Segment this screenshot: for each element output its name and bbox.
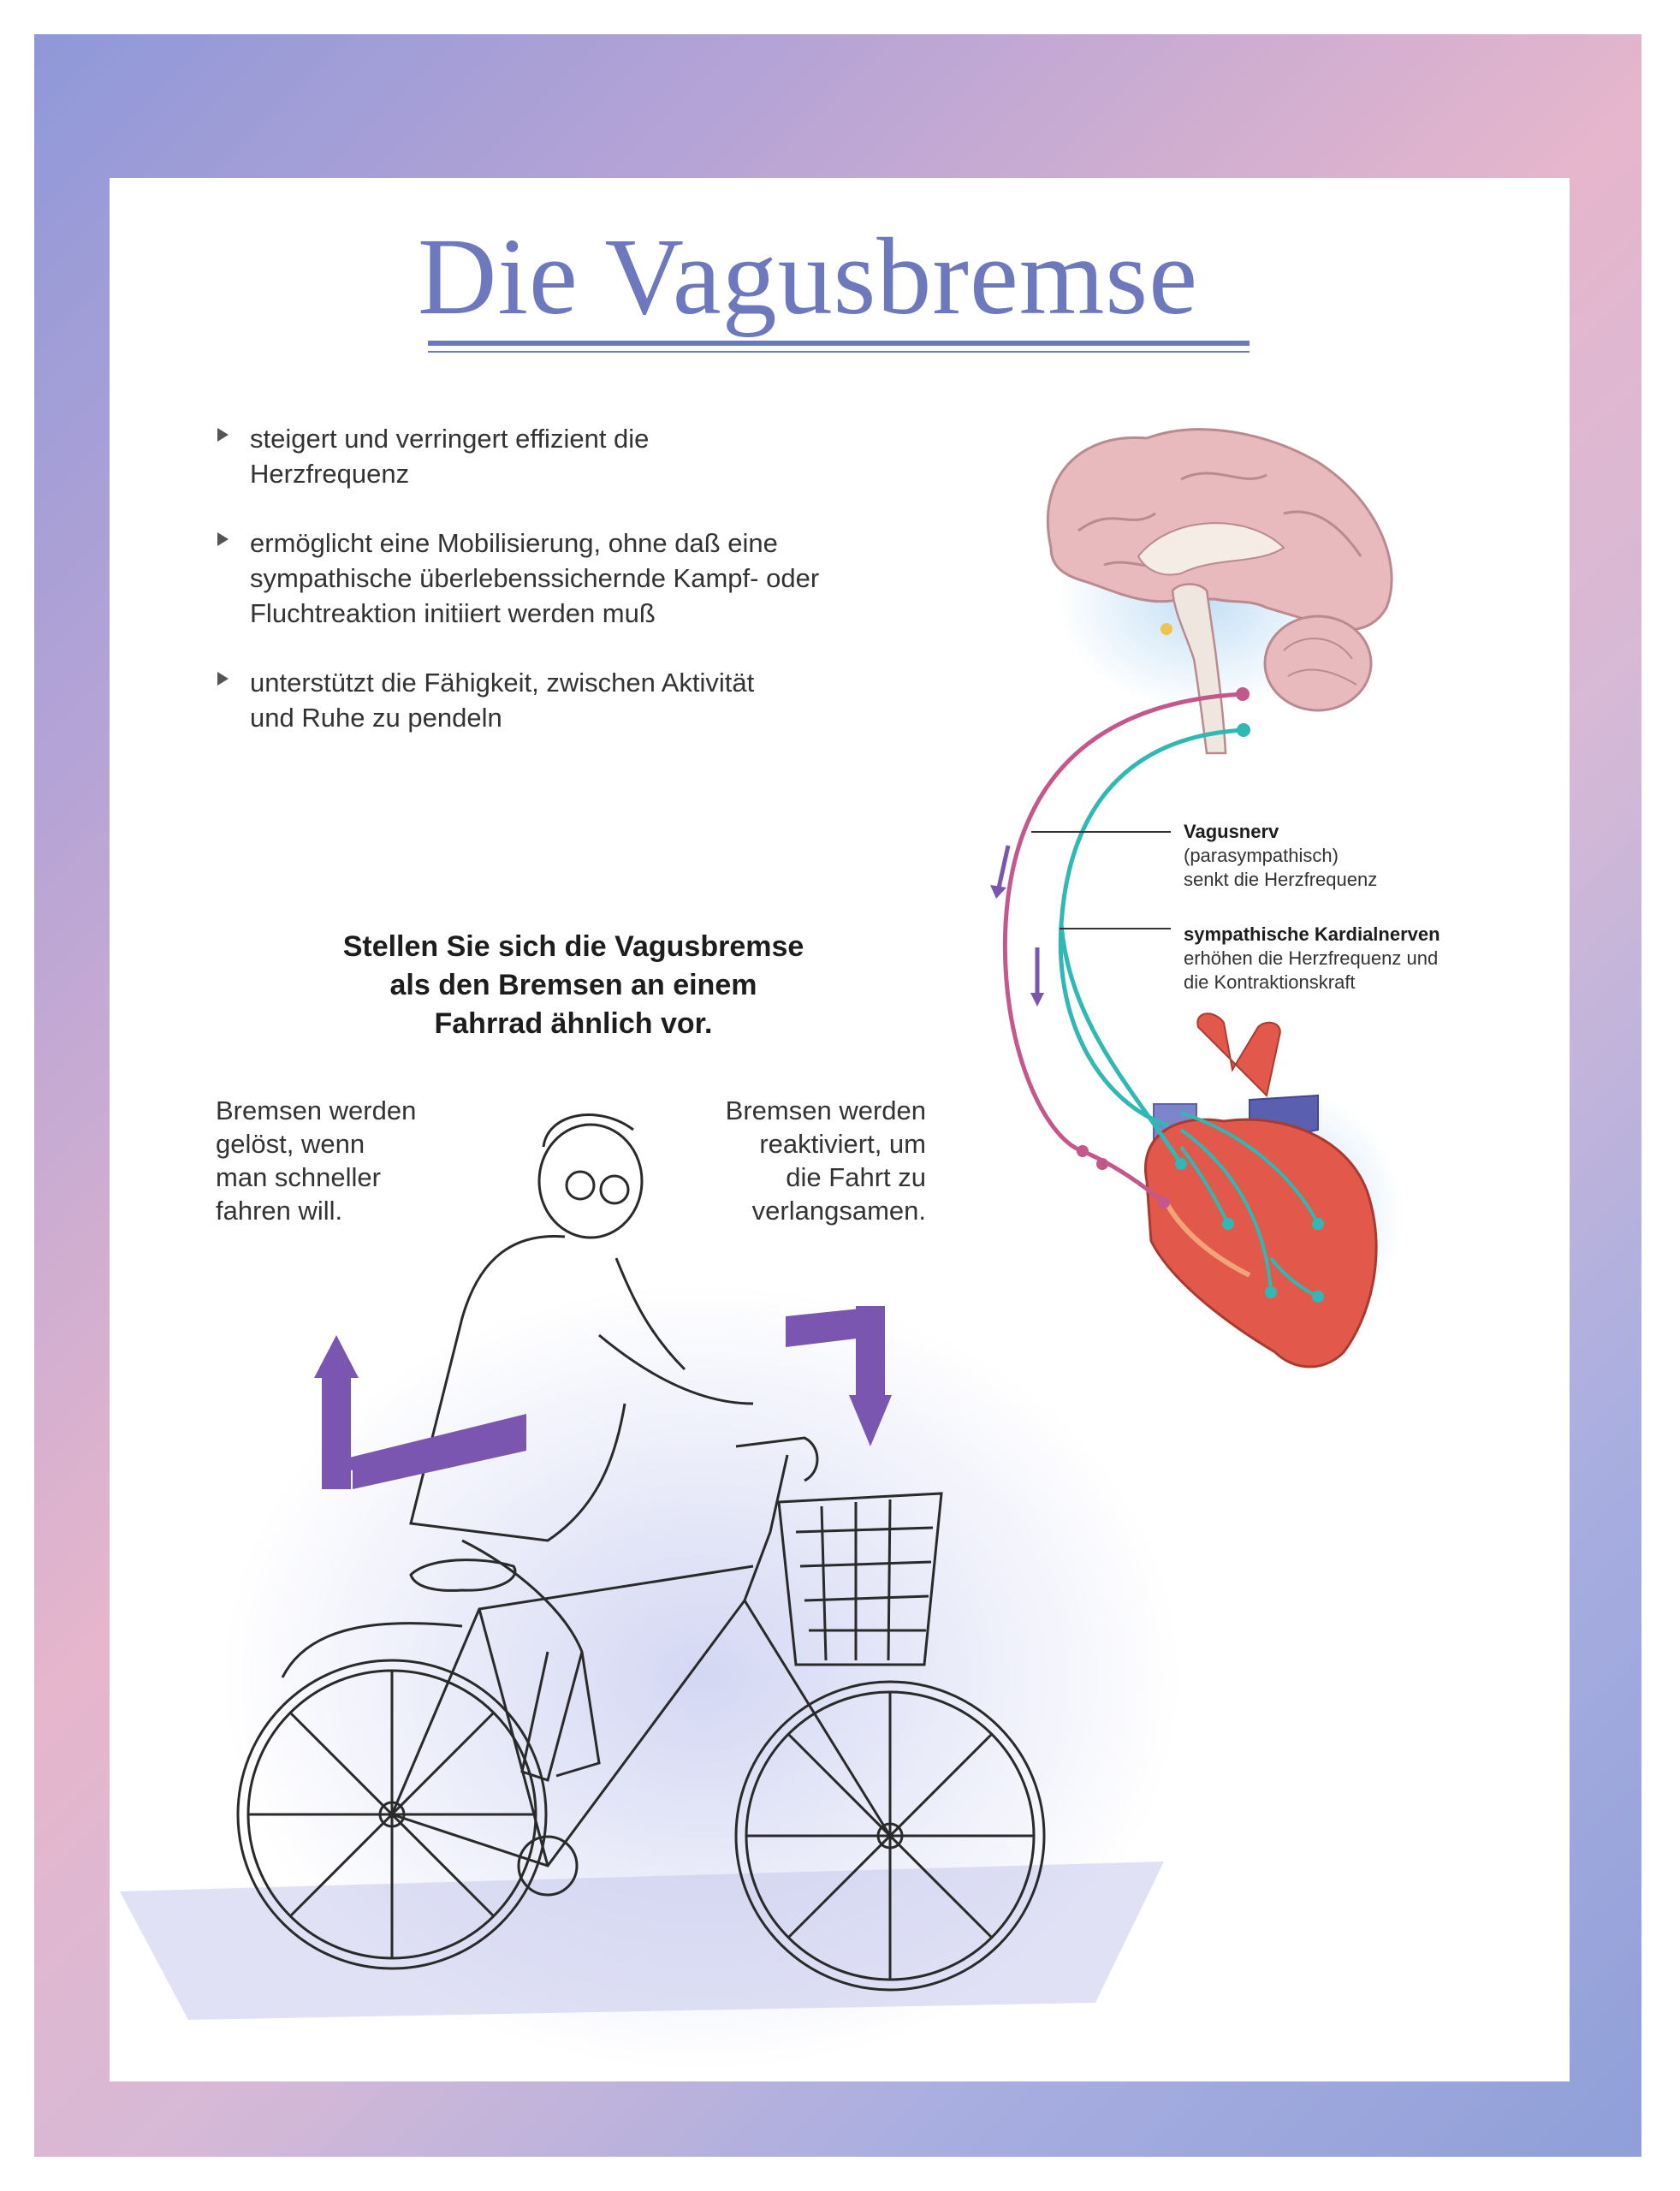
caption-line: man schneller [216,1162,381,1192]
caption-line: Bremsen werden [216,1096,417,1125]
bullet-text: Fluchtreaktion initiiert werden muß [250,598,656,628]
vagus-nerve-label: Vagusnerv (parasympathisch) senkt die He… [1184,820,1492,892]
bullet-triangle-icon [217,428,229,442]
bullet-list: steigert und verringert effizient die He… [214,421,864,769]
bullet-item: unterstützt die Fähigkeit, zwischen Akti… [214,665,864,735]
title-underline-thin [428,351,1250,353]
bullet-text: unterstützt die Fähigkeit, zwischen Akti… [250,668,755,698]
brakes-released-caption: Bremsen werden gelöst, wenn man schnelle… [216,1094,472,1227]
lead-line: Stellen Sie sich die Vagusbremse [342,930,804,963]
caption-line: gelöst, wenn [216,1129,365,1159]
caption-line: die Fahrt zu [786,1162,926,1192]
page-title: Die Vagusbremse [418,216,1198,337]
nerve-paths [990,687,1324,1303]
bicycle-scene [120,1113,1181,2071]
caption-line: reaktiviert, um [759,1129,926,1159]
lead-statement: Stellen Sie sich die Vagusbremse als den… [308,928,839,1043]
bullet-triangle-icon [217,672,229,686]
label-line: die Kontraktionskraft [1184,971,1356,993]
bullet-text: sympathische überlebenssichernde Kampf- … [250,563,820,593]
caption-line: Bremsen werden [725,1096,926,1125]
bullet-text: ermöglicht eine Mobilisierung, ohne daß … [250,528,778,558]
caption-line: fahren will. [216,1196,343,1226]
label-line: erhöhen die Herzfrequenz und [1184,947,1439,969]
sympathetic-nerves-label: sympathische Kardialnerven erhöhen die H… [1184,923,1509,995]
bullet-text: Herzfrequenz [250,459,410,489]
bullet-item: steigert und verringert effizient die He… [214,421,864,491]
bullet-text: und Ruhe zu pendeln [250,703,502,733]
title-underline [428,341,1250,346]
brain-illustration [1046,428,1393,755]
label-line: senkt die Herzfrequenz [1184,869,1378,890]
bullet-item: ermöglicht eine Mobilisierung, ohne daß … [214,525,864,631]
bullet-text: steigert und verringert effizient die [250,424,650,454]
lead-line: als den Bremsen an einem [389,969,757,1001]
label-title: Vagusnerv [1184,821,1279,842]
heart-illustration [1144,1012,1404,1369]
label-line: (parasympathisch) [1184,845,1339,866]
caption-line: verlangsamen. [751,1196,926,1226]
lead-line: Fahrrad ähnlich vor. [434,1007,713,1040]
bullet-triangle-icon [217,532,229,546]
brakes-reactivated-caption: Bremsen werden reaktiviert, um die Fahrt… [669,1094,926,1227]
label-title: sympathische Kardialnerven [1184,923,1440,945]
